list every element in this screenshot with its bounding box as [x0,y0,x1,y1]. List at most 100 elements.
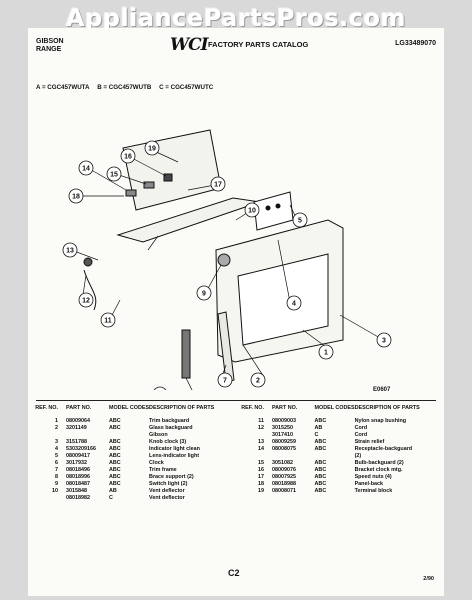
ref-cell: 14 [257,446,264,452]
part-number-cell: 3015250 [271,425,293,431]
part-number-cell: 3015848 [66,488,87,494]
header-desc: DESCRIPTION OF PARTS [354,405,420,411]
catalog-title: FACTORY PARTS CATALOG [208,40,309,49]
clock [253,191,294,231]
callout-15: 15 [106,166,122,182]
callout-13: 13 [62,242,78,258]
description-cell: Brace support (2) [149,474,194,480]
bulb-backguard [143,181,155,189]
brand-block: GIBSON RANGE [36,38,64,54]
header-part: PART NO. [271,405,298,411]
trim-frame [217,311,235,383]
model-code-cell: ABC [109,474,121,480]
part-number-cell [66,432,109,439]
ref-cell: 3 [55,439,58,445]
exploded-parts-diagram: 1 2 3 4 5 6 7 9 10 11 12 13 14 15 16 17 … [62,129,392,390]
description-cell: Receptacle-backguard [354,446,413,452]
table-header: REF. NO. PART NO. MODEL CODES DESCRIPTIO… [34,405,239,412]
description-cell: Vent deflector [149,495,185,501]
ref-cell: 19 [257,488,264,494]
description-cell: Lens-indicator light [149,453,200,459]
description-cell: Cord [354,432,368,438]
svg-text:14: 14 [82,166,90,173]
callout-17: 17 [210,176,226,192]
glass-backguard [237,253,329,346]
receptacle-backguard [163,173,173,182]
ref-cell [240,453,272,460]
description-cell: Bulb-backguard (2) [354,460,404,466]
svg-text:10: 10 [248,208,256,215]
callout-12: 12 [78,292,94,308]
model-code-cell: ABC [109,425,121,431]
description-cell: Indicator light clean [149,446,200,452]
model-code-cell: ABC [109,460,121,466]
description-cell: Nylon snap bushing [354,418,407,424]
callout-3: 3 [376,332,392,348]
strain-relief [83,257,93,267]
part-number-cell: 08008075 [271,446,296,452]
model-b: B = CGC457WUTB [97,84,152,91]
leader-lines [73,149,381,390]
wci-logo: WCI [170,35,209,55]
ref-cell: 4 [55,446,58,452]
model-a: A = CGC457WUTA [36,84,90,91]
description-cell: Terminal block [354,488,393,494]
part-number-cell: 3017932 [66,460,87,466]
svg-text:7: 7 [223,378,227,385]
callout-14: 14 [78,160,94,176]
part-number-cell: 08008071 [271,488,296,494]
model-code-cell: C [109,495,113,501]
svg-text:18: 18 [72,194,80,201]
header-ref: REF. NO. [241,405,264,411]
callout-1: 1 [318,344,334,360]
ref-cell: 12 [257,425,264,431]
ref-cell: 16 [257,467,264,473]
ref-cell: 13 [257,439,264,445]
model-code-cell: ABC [314,418,327,424]
parts-table-right: REF. NO. PART NO. MODEL CODES DESCRIPTIO… [240,405,444,495]
callout-6: 6 [153,386,167,390]
callout-10: 10 [244,202,260,218]
part-number-cell: 08009003 [271,418,296,424]
model-code-cell: AB [314,425,323,431]
description-cell: Bracket clock mtg. [354,467,403,473]
page-id: C2 [228,568,240,578]
header-model: MODEL CODES [109,405,150,411]
model-code-cell: AB [109,488,117,494]
model-code-cell [315,453,355,460]
description-cell: Clock [149,460,164,466]
description-cell: Glass backguard [149,425,193,431]
brace-support [181,329,191,379]
part-number-cell: 08009259 [271,439,296,445]
part-number-cell: 3017410 [271,432,293,438]
svg-text:1: 1 [324,350,328,357]
model-code-cell: ABC [314,481,327,487]
watermark: AppliancePartsPros.com [66,4,406,32]
ref-cell: 15 [257,460,264,466]
part-number-cell: 08009076 [271,467,296,473]
brand-name: GIBSON [36,38,64,45]
product-type: RANGE [36,46,62,53]
part-number-cell: 08009417 [66,453,90,459]
model-code-cell: ABC [314,467,327,473]
ref-cell: 9 [55,481,58,487]
description-cell: Trim backguard [149,418,190,424]
parts-catalog-page: GIBSON RANGE WCI FACTORY PARTS CATALOG L… [28,28,444,596]
divider [36,400,436,401]
part-number-cell: 08018496 [66,467,90,473]
callout-18: 18 [68,188,84,204]
model-code-cell: ABC [109,439,121,445]
model-code-cell [109,432,149,439]
callout-4: 4 [286,295,302,311]
model-c: C = CGC457WUTC [159,84,214,91]
svg-text:11: 11 [104,318,112,325]
